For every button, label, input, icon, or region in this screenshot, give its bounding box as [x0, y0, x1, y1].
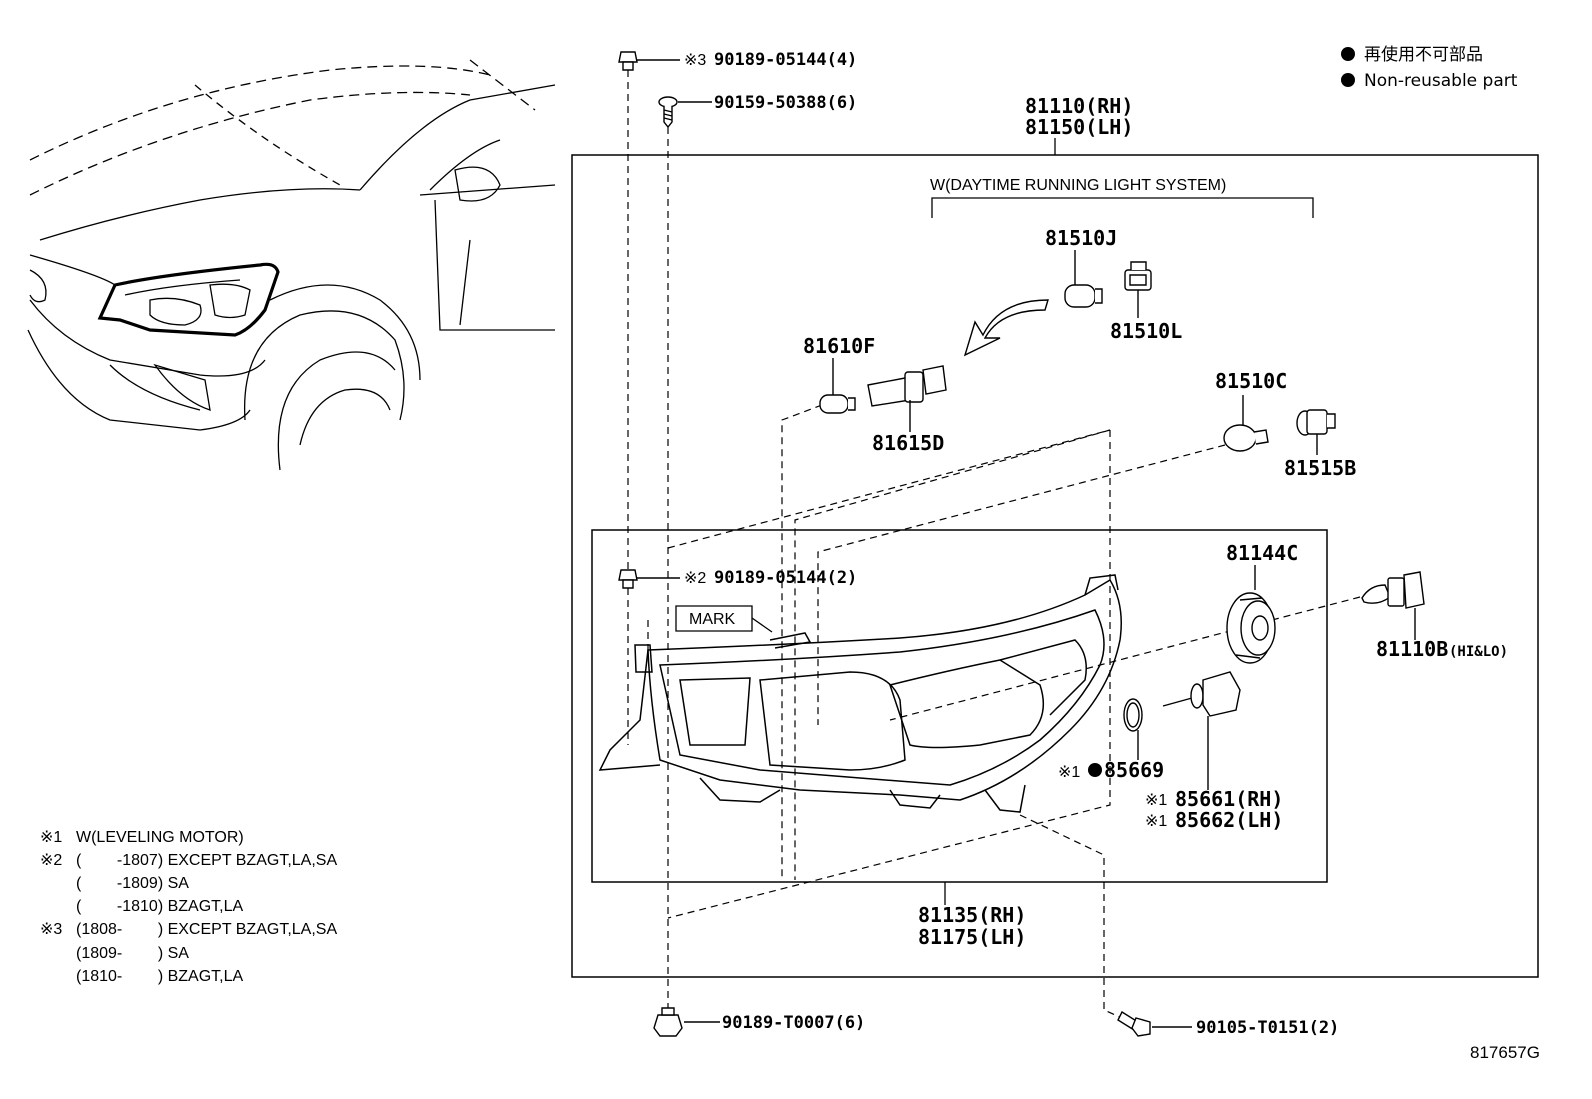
screw-mid-part-number: 90189-05144(2) — [714, 568, 857, 588]
housing-rh: 81135(RH) — [918, 903, 1026, 927]
bulb-81510j-icon — [1065, 250, 1102, 307]
legend-dot-1 — [1341, 47, 1355, 61]
assembly-rh: 81110(RH) — [1025, 94, 1133, 118]
diagram-id: 817657G — [1470, 1043, 1540, 1062]
install-arrow-icon — [965, 300, 1048, 355]
legend-line-1: 再使用不可部品 — [1364, 44, 1483, 65]
note-1-text: W(LEVELING MOTOR) — [76, 829, 244, 846]
dashed-guides — [628, 70, 1360, 1018]
screw-second-icon — [659, 97, 712, 127]
socket-81615d-icon — [868, 366, 946, 432]
screw-second-part-number: 90159-50388(6) — [714, 93, 857, 113]
note-6-text: (1809- ) SA — [76, 945, 189, 962]
screw-top-icon — [619, 52, 680, 70]
note-5-text: (1808- ) EXCEPT BZAGT,LA,SA — [76, 921, 337, 938]
cap-81144c-icon — [1227, 565, 1275, 663]
part-81510j: 81510J — [1045, 226, 1117, 250]
assembly-lh: 81150(LH) — [1025, 115, 1133, 139]
screw-mid-icon — [619, 570, 680, 588]
note-7-text: (1810- ) BZAGT,LA — [76, 968, 243, 985]
legend-line-2: Non-reusable part — [1364, 71, 1518, 91]
part-85662: 85662(LH) — [1175, 808, 1283, 832]
nut-bottom-icon — [654, 1008, 720, 1036]
motor-lh-mark: ※1 — [1145, 813, 1167, 830]
part-81510l: 81510L — [1110, 319, 1182, 343]
note-2-text: ( -1807) EXCEPT BZAGT,LA,SA — [76, 852, 337, 869]
screw-mid-mark: ※2 — [684, 570, 706, 587]
note-5-mark: ※3 — [40, 921, 62, 938]
mark-leader — [752, 618, 772, 632]
vehicle-overview-sketch — [28, 60, 555, 470]
part-81610f: 81610F — [803, 334, 875, 358]
note-1-mark: ※1 — [40, 829, 62, 846]
drl-bracket — [932, 198, 1313, 218]
part-81110b: 81110B — [1376, 637, 1448, 661]
note-2-mark: ※2 — [40, 852, 62, 869]
part-81144c: 81144C — [1226, 541, 1298, 565]
mark-label: MARK — [689, 611, 736, 628]
socket-81510l-icon — [1125, 262, 1151, 318]
bolt-bottom-icon — [1118, 1012, 1192, 1036]
part-85669: 85669 — [1104, 758, 1164, 782]
bulb-81510c-icon — [1224, 395, 1268, 451]
assembly-box — [572, 155, 1538, 977]
oring-mark: ※1 — [1058, 764, 1080, 781]
screw-top-part-number: 90189-05144(4) — [714, 50, 857, 70]
part-81615d: 81615D — [872, 431, 944, 455]
bulb-81110b-icon — [1362, 572, 1424, 640]
note-4-text: ( -1810) BZAGT,LA — [76, 898, 243, 915]
legend-dot-2 — [1341, 73, 1355, 87]
part-85661: 85661(RH) — [1175, 787, 1283, 811]
note-3-text: ( -1809) SA — [76, 875, 189, 892]
motor-rh-mark: ※1 — [1145, 792, 1167, 809]
bolt-bottom-part-number: 90105-T0151(2) — [1196, 1018, 1339, 1038]
part-81110b-suffix: (HI&LO) — [1449, 644, 1508, 660]
nut-bottom-part-number: 90189-T0007(6) — [722, 1013, 865, 1033]
notes-block: ※1 W(LEVELING MOTOR) ※2 ( -1807) EXCEPT … — [40, 829, 337, 985]
socket-81515b-icon — [1297, 410, 1335, 455]
housing-box — [592, 530, 1327, 882]
part-81515b: 81515B — [1284, 456, 1356, 480]
screw-top-mark: ※3 — [684, 52, 706, 69]
housing-lh: 81175(LH) — [918, 925, 1026, 949]
drl-group-label: W(DAYTIME RUNNING LIGHT SYSTEM) — [930, 177, 1226, 194]
part-81510c: 81510C — [1215, 369, 1287, 393]
mark-label-box — [676, 606, 752, 631]
bulb-81610f-icon — [820, 358, 855, 413]
leveling-motor-icon — [1163, 672, 1240, 790]
oring-85669-icon — [1124, 699, 1142, 760]
headlamp-housing — [600, 575, 1121, 812]
non-reusable-dot — [1088, 763, 1102, 777]
